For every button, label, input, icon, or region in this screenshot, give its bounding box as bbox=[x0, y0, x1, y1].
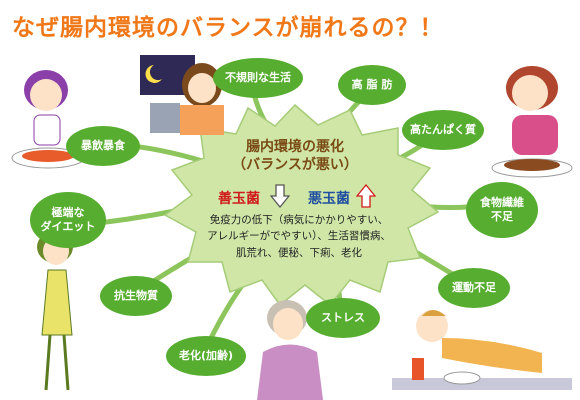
thin-woman-illustration bbox=[37, 231, 73, 391]
effects-text: 免疫力の低下（病気にかかりやすい、 アレルギーがでやすい）、生活習慣病、 肌荒れ… bbox=[207, 214, 391, 259]
cause-fat-bubble: 高 脂 肪 bbox=[338, 65, 406, 105]
cause-exercise-bubble: 運動不足 bbox=[438, 268, 510, 308]
center-heading: 腸内環境の悪化 （バランスが悪い） bbox=[232, 139, 358, 174]
cause-stress-bubble: ストレス bbox=[306, 298, 380, 338]
elderly-woman-illustration bbox=[257, 300, 323, 400]
lying-man-illustration bbox=[392, 310, 572, 390]
bad-bacteria-label: 悪玉菌 bbox=[308, 191, 350, 207]
central-burst bbox=[163, 103, 440, 307]
cause-diet-bubble: 極端な ダイエット bbox=[30, 192, 106, 248]
cause-irregular-bubble: 不規則な生活 bbox=[213, 58, 303, 98]
cause-antibiotics-bubble: 抗生物質 bbox=[100, 276, 172, 316]
night-computer-illustration bbox=[140, 55, 224, 135]
woman-eating-meat-illustration bbox=[491, 66, 573, 178]
down-arrow-icon bbox=[270, 184, 290, 208]
up-arrow-icon bbox=[356, 184, 376, 208]
page-title: なぜ腸内環境のバランスが崩れるの？！ bbox=[12, 15, 444, 41]
cause-aging-bubble: 老化(加齢) bbox=[166, 336, 246, 376]
cause-protein-bubble: 高たんぱく質 bbox=[402, 110, 484, 150]
good-bacteria-label: 善玉菌 bbox=[218, 191, 260, 207]
cause-fiber-bubble: 食物繊維 不足 bbox=[466, 182, 538, 238]
cause-overeat-bubble: 暴飲暴食 bbox=[66, 126, 140, 166]
woman-eating-illustration bbox=[11, 70, 85, 169]
